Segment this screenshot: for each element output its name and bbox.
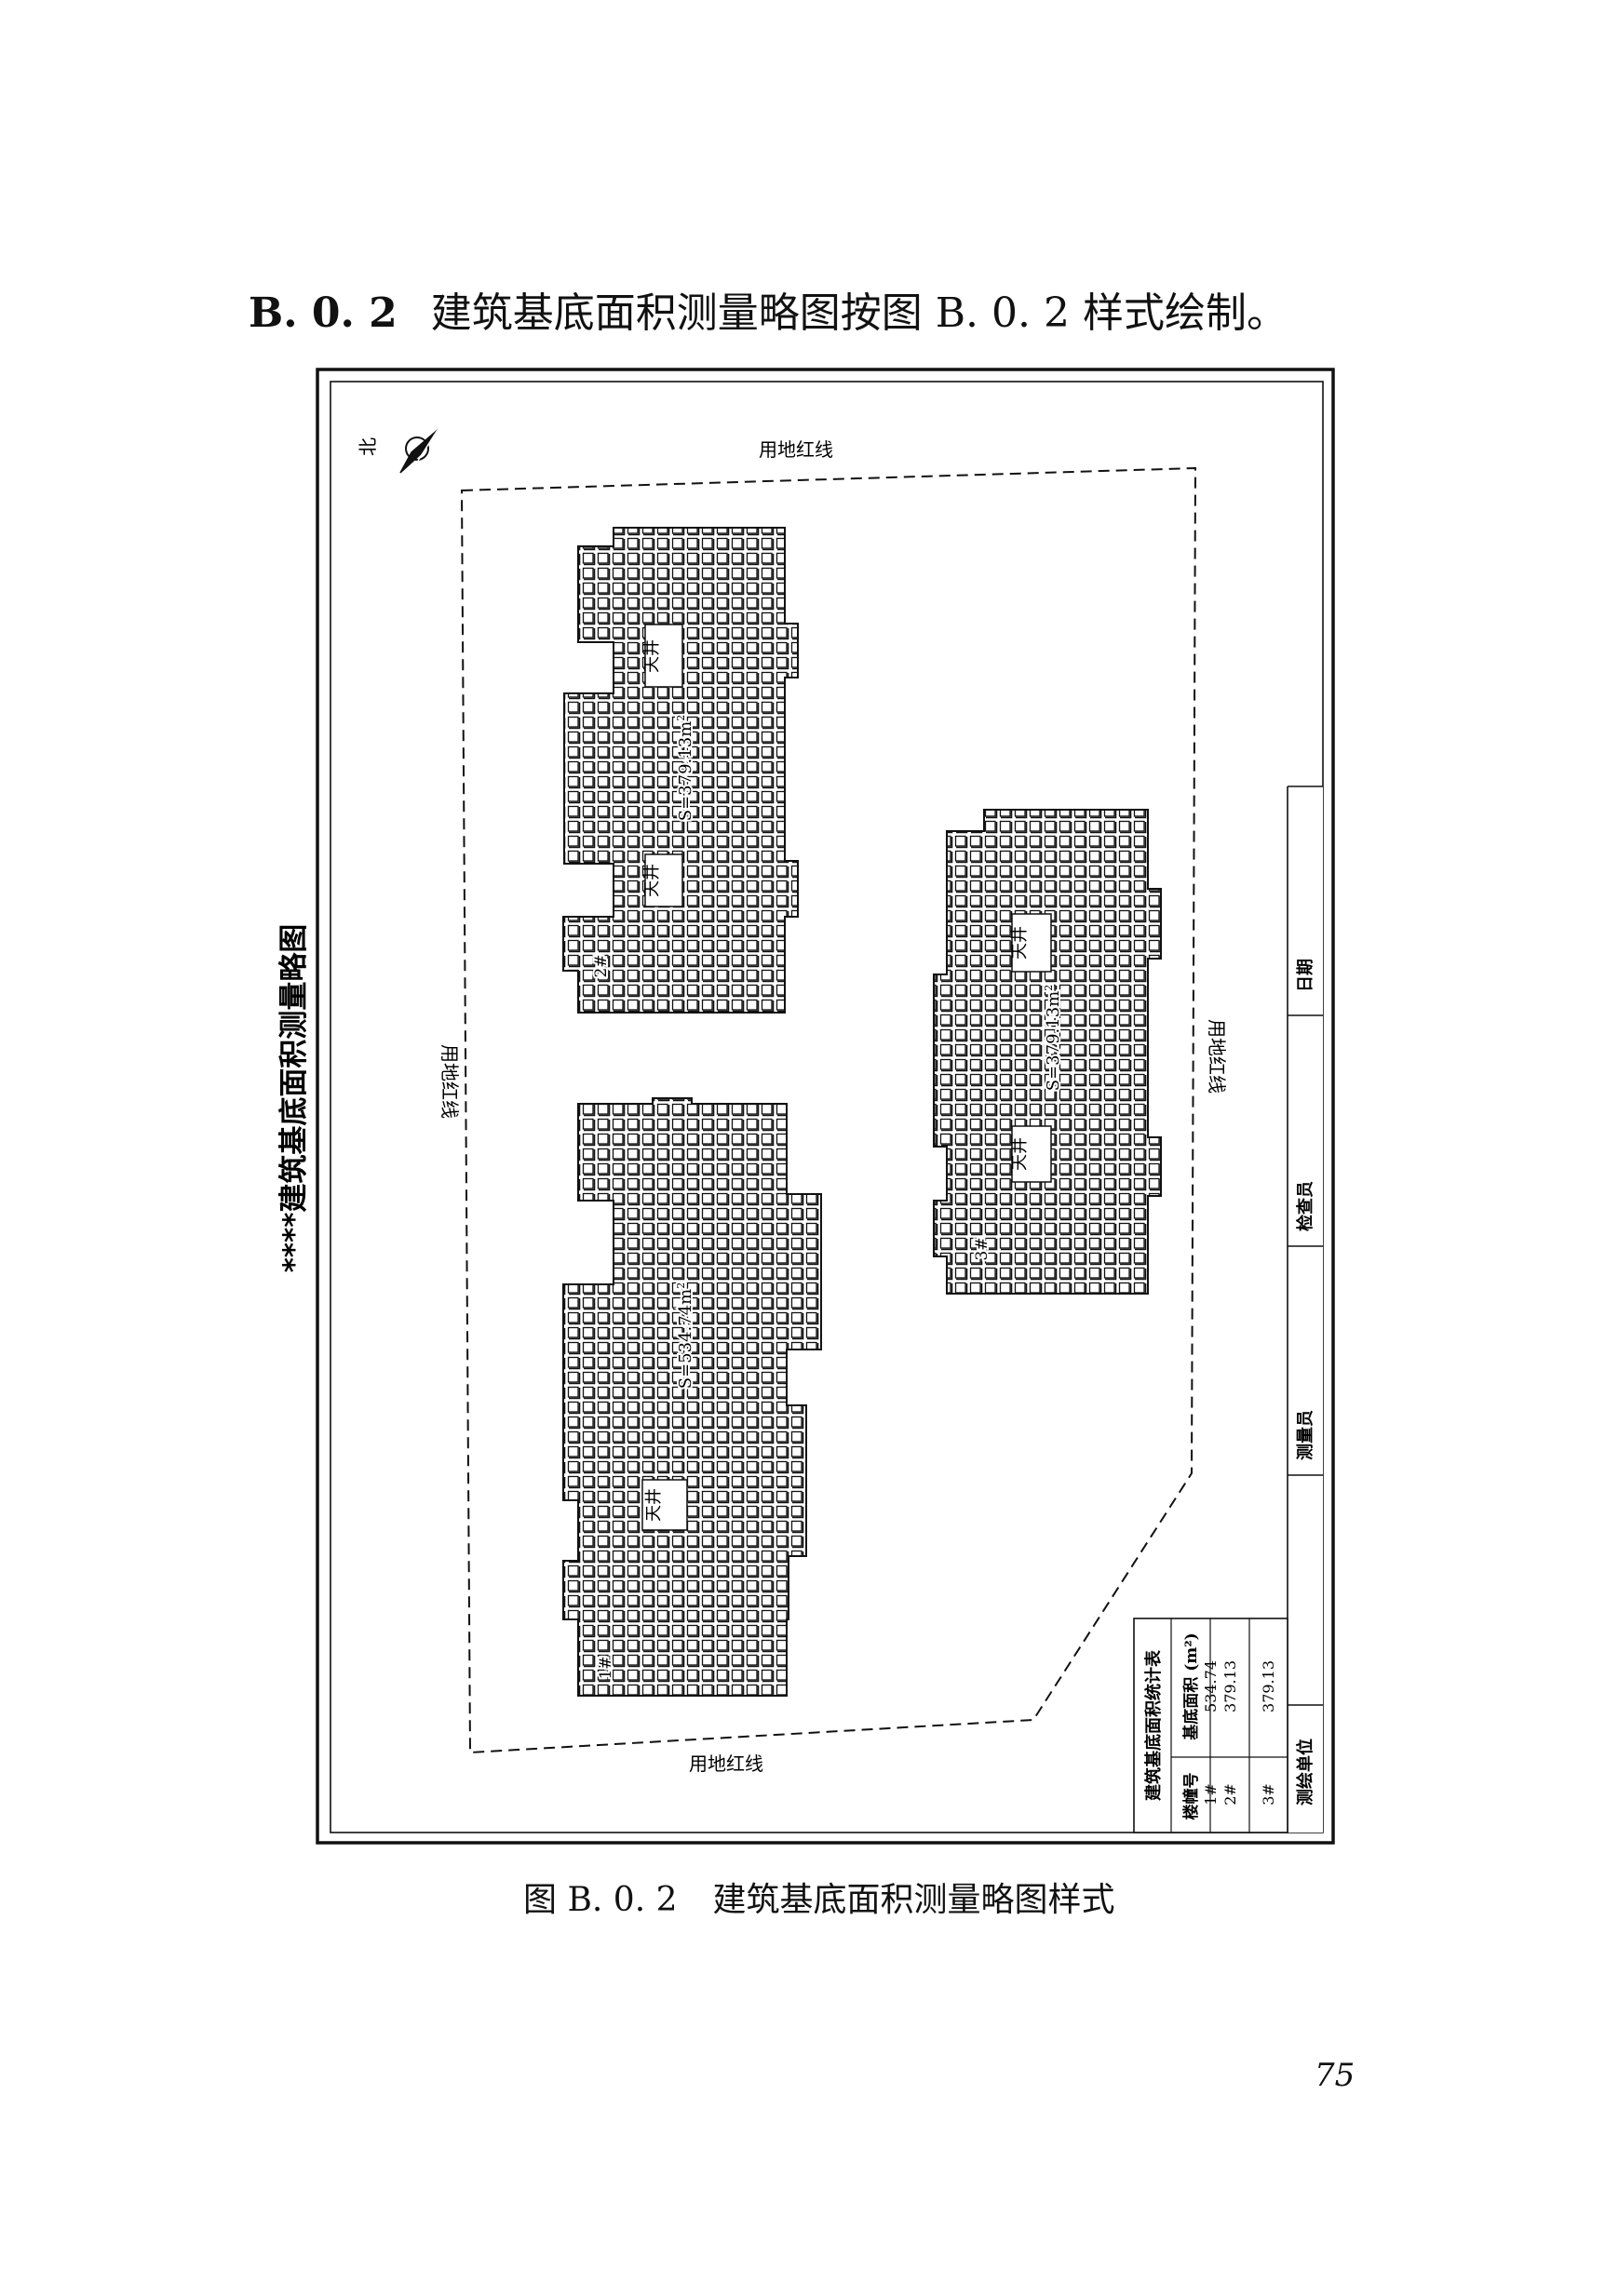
building-id-2: 2# xyxy=(592,954,611,977)
signature-strip: 日期 检查员 测量员 测绘单位 xyxy=(1287,785,1323,1833)
area-label-3-sup: 2 xyxy=(1043,985,1055,991)
north-arrow: 北 xyxy=(357,429,438,474)
courtyard-3b-label: 天井 xyxy=(1010,1137,1030,1171)
courtyard-2b xyxy=(644,853,683,907)
stats-row-1-area: 534.74 xyxy=(1202,1660,1220,1712)
area-label-3: S=379.13m2 xyxy=(1043,985,1063,1091)
building-1-footprint xyxy=(562,1097,822,1697)
building-3: 天井 天井 S=379.13m2 3# xyxy=(933,809,1162,1295)
surveyor-label: 测量员 xyxy=(1295,1410,1315,1460)
area-label-2-text: S=379.13m xyxy=(676,721,695,821)
section-heading: B. 0. 2 建筑基底面积测量略图按图 B. 0. 2 样式绘制。 xyxy=(249,279,1288,339)
stats-row-1-id: 1# xyxy=(1202,1783,1220,1806)
stats-row-3-area: 379.13 xyxy=(1260,1660,1277,1712)
area-label-3-text: S=379.13m xyxy=(1044,991,1063,1091)
stats-table-title: 建筑基底面积统计表 xyxy=(1143,1649,1164,1801)
area-label-1-sup: 2 xyxy=(675,1282,687,1289)
area-label-2-sup: 2 xyxy=(675,715,687,721)
courtyard-3a xyxy=(1011,913,1052,973)
building-3-footprint xyxy=(933,809,1162,1295)
courtyard-2b-label: 天井 xyxy=(642,864,662,897)
courtyard-2a-label: 天井 xyxy=(642,639,662,673)
courtyard-3a-label: 天井 xyxy=(1010,926,1030,960)
building-2-footprint xyxy=(562,527,799,1014)
figure-vertical-title: ****建筑基底面积测量略图 xyxy=(277,924,311,1273)
section-text: 建筑基底面积测量略图按图 B. 0. 2 样式绘制。 xyxy=(430,289,1288,337)
courtyard-2a xyxy=(644,624,683,688)
stats-row-3-id: 3# xyxy=(1260,1783,1277,1806)
courtyard-1-label: 天井 xyxy=(644,1488,664,1522)
stats-row-2-id: 2# xyxy=(1221,1783,1239,1806)
courtyard-3b xyxy=(1011,1125,1052,1183)
building-2: 天井 天井 S=379.13m2 2# xyxy=(562,527,799,1014)
boundary-label-top: 用地红线 xyxy=(759,438,833,461)
compass-circle-icon xyxy=(405,436,429,461)
area-label-2: S=379.13m2 xyxy=(675,715,695,821)
courtyard-1 xyxy=(641,1479,688,1531)
building-id-1: 1# xyxy=(597,1656,615,1679)
boundary-label-right: 用地红线 xyxy=(1206,1019,1228,1094)
stats-header-building: 楼幢号 xyxy=(1181,1773,1201,1820)
stats-header-area: 基底面积 (m²) xyxy=(1181,1632,1201,1740)
site-boundary xyxy=(460,466,1197,1754)
building-1: 天井 S=534.74m2 1# xyxy=(562,1097,822,1697)
page-number: 75 xyxy=(1315,2057,1355,2094)
boundary-label-left: 用地红线 xyxy=(438,1044,461,1119)
building-id-3: 3# xyxy=(973,1237,991,1260)
inner-frame xyxy=(330,381,1324,1833)
caption-text: 建筑基底面积测量略图样式 xyxy=(712,1881,1115,1919)
area-label-1: S=534.74m2 xyxy=(675,1282,695,1389)
section-number: B. 0. 2 xyxy=(249,289,398,337)
boundary-label-bottom: 用地红线 xyxy=(689,1752,763,1775)
checker-label: 检查员 xyxy=(1295,1181,1315,1231)
outer-frame xyxy=(316,368,1335,1845)
surveying-unit-label: 测绘单位 xyxy=(1295,1739,1315,1806)
north-label: 北 xyxy=(357,437,379,456)
date-label: 日期 xyxy=(1296,959,1315,992)
figure-caption: 图 B. 0. 2 建筑基底面积测量略图样式 xyxy=(523,1873,1115,1921)
area-label-1-text: S=534.74m xyxy=(676,1289,695,1389)
stats-row-2-area: 379.13 xyxy=(1221,1660,1239,1712)
caption-number: 图 B. 0. 2 xyxy=(523,1881,678,1919)
stats-table: 建筑基底面积统计表 楼幢号 基底面积 (m²) 1# 534.74 2# 379… xyxy=(1133,1618,1288,1833)
